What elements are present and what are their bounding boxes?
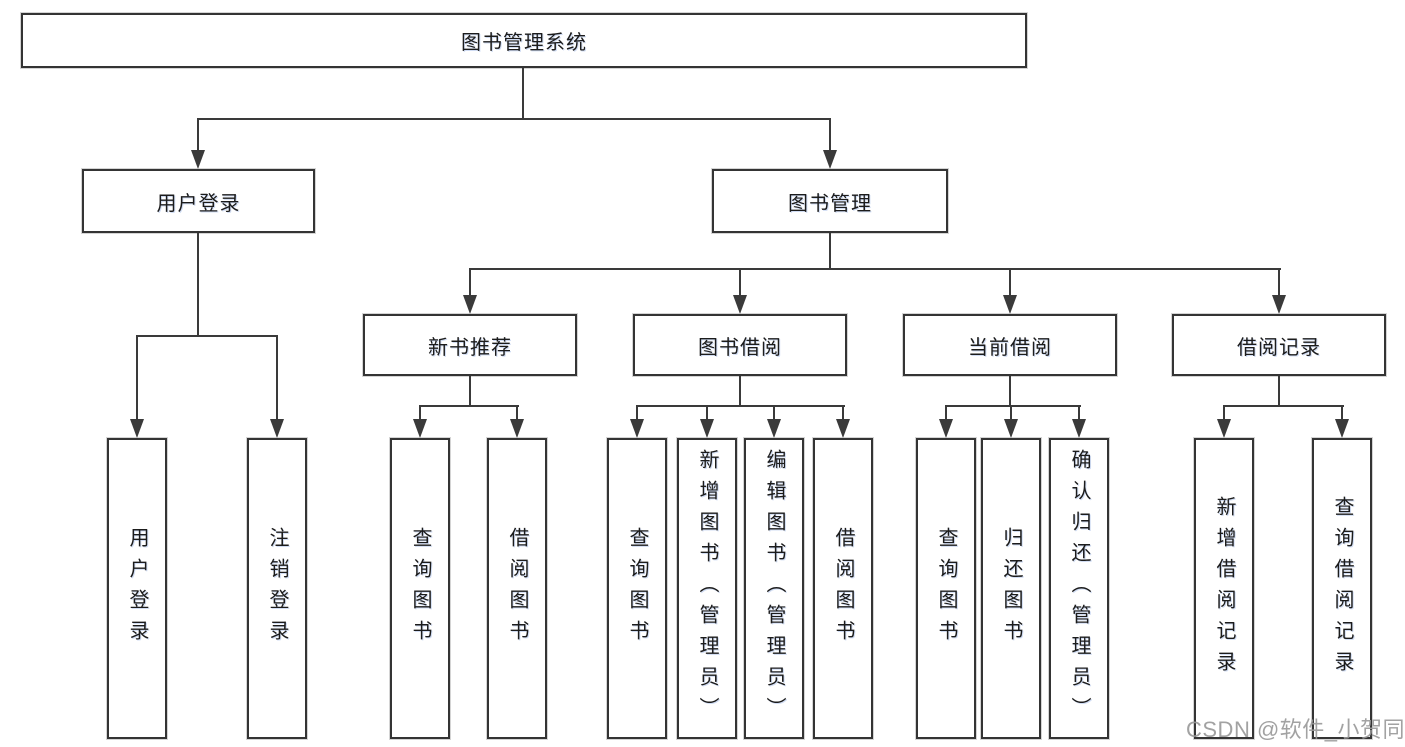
connector-book-management-stem	[829, 233, 831, 270]
connector-drop-book-management	[829, 118, 831, 152]
connector-root-stem	[522, 68, 524, 119]
connector-book-management-bar	[469, 268, 1281, 270]
leaf-add-borrow-record: 新增借阅记录	[1194, 438, 1254, 739]
node-borrowing-records: 借阅记录	[1172, 314, 1386, 376]
connector-drop	[945, 405, 947, 421]
arrowhead	[836, 419, 850, 438]
node-label: 借阅图书	[832, 526, 854, 651]
node-label: 新增图书（管理员）	[696, 449, 718, 728]
connector-current-borrowing-bar	[945, 405, 1081, 407]
connector-drop	[773, 405, 775, 421]
node-label: 借阅图书	[506, 526, 528, 651]
leaf-logout: 注销登录	[247, 438, 307, 739]
connector-drop-current-borrowing	[1009, 268, 1011, 296]
connector-drop	[1223, 405, 1225, 421]
node-user-login: 用户登录	[82, 169, 315, 233]
arrowhead	[1217, 419, 1231, 438]
node-new-book-recommendation: 新书推荐	[363, 314, 577, 376]
leaf-query-books: 查询图书	[390, 438, 450, 739]
leaf-borrow-books: 借阅图书	[813, 438, 873, 739]
connector-drop-leaf-logout	[276, 335, 278, 420]
arrowhead-new-book	[463, 295, 477, 314]
connector-drop	[1010, 405, 1012, 421]
connector-drop	[516, 405, 518, 421]
leaf-borrow-books: 借阅图书	[487, 438, 547, 739]
leaf-edit-book-admin: 编辑图书（管理员）	[744, 438, 804, 739]
node-label: 图书管理	[788, 192, 872, 215]
connector-book-borrowing-bar	[636, 405, 845, 407]
connector-new-book-bar	[419, 405, 519, 407]
connector-drop	[419, 405, 421, 421]
node-label: 查询图书	[935, 526, 957, 651]
node-book-management: 图书管理	[712, 169, 948, 233]
connector-drop-borrowing-records	[1278, 268, 1280, 296]
node-label: 查询图书	[409, 526, 431, 651]
leaf-return-books: 归还图书	[981, 438, 1041, 739]
connector-new-book-stem	[469, 376, 471, 407]
arrowhead	[413, 419, 427, 438]
node-label: 图书管理系统	[461, 32, 587, 54]
node-label: 新书推荐	[428, 336, 512, 359]
connector-book-borrowing-stem	[739, 376, 741, 407]
node-label: 当前借阅	[968, 336, 1052, 359]
leaf-confirm-return-admin: 确认归还（管理员）	[1049, 438, 1109, 739]
arrowhead-user-login	[191, 150, 205, 169]
arrowhead	[510, 419, 524, 438]
arrowhead-leaf-logout	[270, 419, 284, 438]
connector-user-login-bar	[136, 335, 278, 337]
connector-drop-user-login	[197, 118, 199, 152]
arrowhead-borrowing-records	[1272, 295, 1286, 314]
node-label: 查询借阅记录	[1331, 495, 1353, 682]
node-label: 借阅记录	[1237, 336, 1321, 359]
node-label: 确认归还（管理员）	[1068, 449, 1090, 728]
connector-drop	[706, 405, 708, 421]
node-library-management-system: 图书管理系统	[21, 13, 1027, 68]
connector-current-borrowing-stem	[1009, 376, 1011, 407]
arrowhead	[767, 419, 781, 438]
arrowhead	[1072, 419, 1086, 438]
arrowhead-current-borrowing	[1003, 295, 1017, 314]
arrowhead	[1335, 419, 1349, 438]
node-label: 归还图书	[1000, 526, 1022, 651]
arrowhead	[1004, 419, 1018, 438]
node-label: 用户登录	[126, 526, 148, 651]
connector-drop	[636, 405, 638, 421]
connector-drop	[842, 405, 844, 421]
connector-drop-book-borrowing	[739, 268, 741, 296]
leaf-add-book-admin: 新增图书（管理员）	[677, 438, 737, 739]
leaf-query-books: 查询图书	[607, 438, 667, 739]
node-current-borrowing: 当前借阅	[903, 314, 1117, 376]
arrowhead	[630, 419, 644, 438]
arrowhead-book-borrowing	[733, 295, 747, 314]
connector-borrowing-records-stem	[1278, 376, 1280, 407]
node-label: 编辑图书（管理员）	[763, 449, 785, 728]
leaf-query-borrow-record: 查询借阅记录	[1312, 438, 1372, 739]
node-label: 新增借阅记录	[1213, 495, 1235, 682]
arrowhead-leaf-user-login	[130, 419, 144, 438]
arrowhead	[939, 419, 953, 438]
connector-borrowing-records-bar	[1223, 405, 1344, 407]
csdn-watermark: CSDN @软件_小贺同学	[1186, 717, 1405, 742]
node-label: 图书借阅	[698, 336, 782, 359]
arrowhead-book-management	[823, 150, 837, 169]
node-label: 查询图书	[626, 526, 648, 651]
node-book-borrowing: 图书借阅	[633, 314, 847, 376]
connector-root-bar	[197, 118, 831, 120]
connector-drop	[1341, 405, 1343, 421]
node-label: 注销登录	[266, 526, 288, 651]
leaf-query-books: 查询图书	[916, 438, 976, 739]
node-label: 用户登录	[156, 192, 241, 215]
connector-drop-new-book	[469, 268, 471, 296]
connector-drop	[1078, 405, 1080, 421]
arrowhead	[700, 419, 714, 438]
connector-drop-leaf-user-login	[136, 335, 138, 420]
leaf-user-login: 用户登录	[107, 438, 167, 739]
connector-user-login-stem	[197, 233, 199, 336]
